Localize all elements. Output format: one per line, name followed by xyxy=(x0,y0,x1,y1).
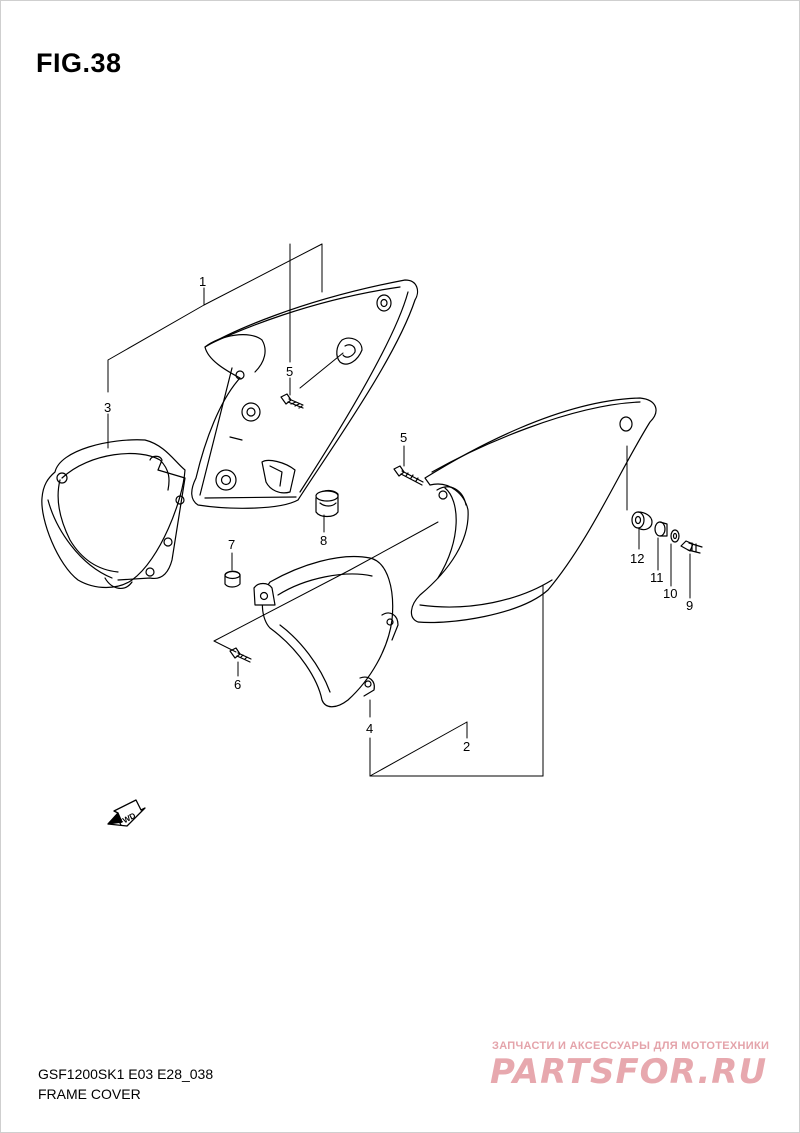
callout-2: 2 xyxy=(463,739,470,754)
model-code: GSF1200SK1 E03 E28_038 xyxy=(38,1066,214,1082)
callout-12: 12 xyxy=(630,551,644,566)
part-1-frame-cover-left xyxy=(191,279,419,509)
section-name: FRAME COVER xyxy=(38,1086,141,1102)
part-10-washer xyxy=(670,529,680,543)
fwd-arrow-icon: FWD xyxy=(107,799,146,827)
callout-11: 11 xyxy=(650,570,664,585)
part-3-front-cover xyxy=(41,439,186,589)
part-9-bolt xyxy=(680,540,703,554)
part-5-screw-upper xyxy=(280,393,304,409)
part-4-lower-cover xyxy=(253,555,399,708)
leader-lines xyxy=(107,243,691,777)
callout-5-right: 5 xyxy=(400,430,407,445)
callout-7: 7 xyxy=(228,537,235,552)
callout-10: 10 xyxy=(663,586,677,601)
part-7-bushing xyxy=(224,570,241,588)
watermark-caption: ЗАПЧАСТИ И АКСЕССУАРЫ ДЛЯ МОТОТЕХНИКИ xyxy=(492,1040,770,1052)
callout-8: 8 xyxy=(320,533,327,548)
callout-labels: 1 2 3 4 5 5 6 7 8 9 10 11 12 xyxy=(104,274,693,754)
part-8-grommet xyxy=(315,489,339,518)
callout-9: 9 xyxy=(686,598,693,613)
callout-1: 1 xyxy=(199,274,206,289)
callout-5-upper: 5 xyxy=(286,364,293,379)
callout-3: 3 xyxy=(104,400,111,415)
watermark-logo: PARTSFOR.RU xyxy=(490,1052,768,1092)
callout-6: 6 xyxy=(234,677,241,692)
part-5-screw-right xyxy=(393,465,424,486)
callout-4: 4 xyxy=(366,721,373,736)
part-2-frame-cover-right xyxy=(410,397,657,624)
part-12-grommet xyxy=(631,511,653,531)
part-11-collar xyxy=(654,521,668,537)
figure-title: FIG.38 xyxy=(36,48,122,78)
